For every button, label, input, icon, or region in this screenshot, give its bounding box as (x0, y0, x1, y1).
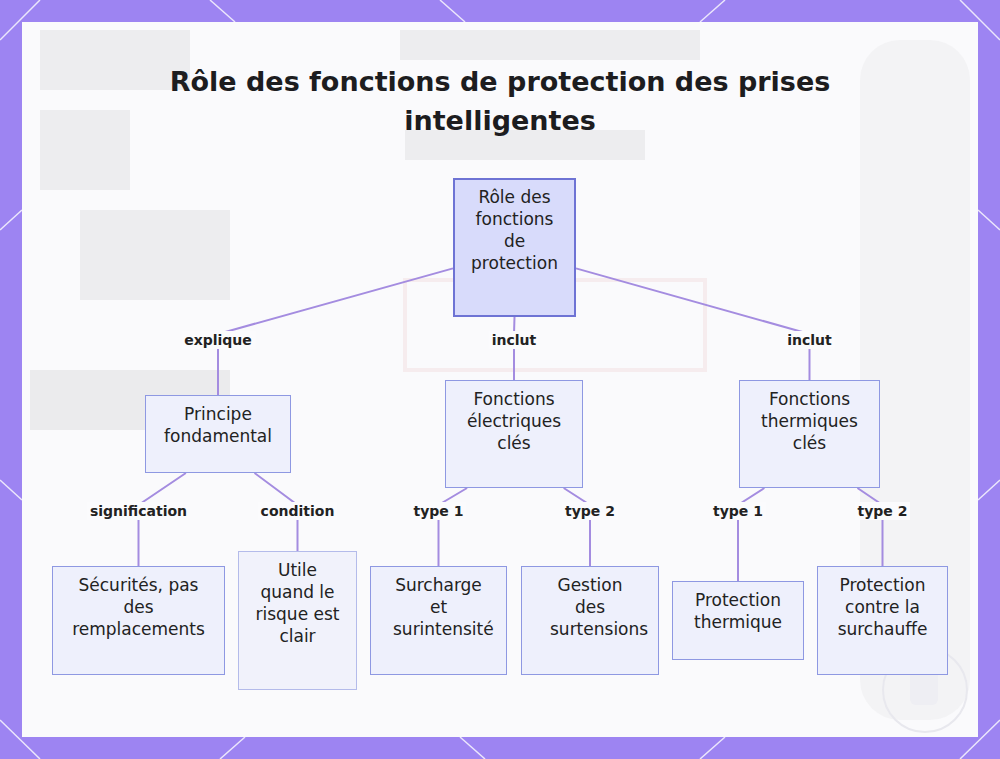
node-text: Fonctions électriques clés (456, 388, 572, 454)
edge-label: type 1 (411, 502, 467, 520)
node-text: Rôle des fonctions de protection (469, 186, 560, 274)
node-text: Principe fondamental (156, 403, 280, 447)
concept-box: Protection contre la surchauffe (817, 566, 948, 675)
node-text: Utile quand le risque est clair (253, 559, 342, 647)
node-text: Fonctions thermiques clés (750, 388, 869, 454)
edge-label: inclut (489, 331, 540, 349)
concept-box: Sécurités, pas des remplacements (52, 566, 225, 675)
edge-label: type 2 (562, 502, 618, 520)
node-text: Surcharge et surintensité (393, 574, 484, 640)
connector (576, 268, 810, 380)
concept-box: Gestion des surtensions (521, 566, 659, 675)
edge-label: inclut (784, 331, 835, 349)
connector (857, 488, 882, 566)
connector (564, 488, 590, 566)
edge-label: explique (181, 331, 255, 349)
concept-box: Principe fondamental (145, 395, 291, 473)
faded-photo (30, 30, 970, 720)
connector (439, 488, 468, 566)
diagram-title: Rôle des fonctions de protection des pri… (150, 62, 850, 140)
edge-label: type 2 (855, 502, 911, 520)
concept-box: Utile quand le risque est clair (238, 551, 357, 690)
concept-box: Protection thermique (672, 581, 804, 660)
node-text: Protection thermique (683, 589, 793, 633)
edge-label: condition (258, 502, 338, 520)
concept-box: Fonctions thermiques clés (739, 380, 880, 488)
node-text: Protection contre la surchauffe (830, 574, 935, 640)
root-box: Rôle des fonctions de protection (453, 178, 576, 317)
node-text: Gestion des surtensions (550, 574, 630, 640)
concept-box: Surcharge et surintensité (370, 566, 507, 675)
edge-label: signification (87, 502, 190, 520)
panel (22, 22, 978, 737)
node-text: Sécurités, pas des remplacements (69, 574, 208, 640)
concept-box: Fonctions électriques clés (445, 380, 583, 488)
edge-label: type 1 (710, 502, 766, 520)
